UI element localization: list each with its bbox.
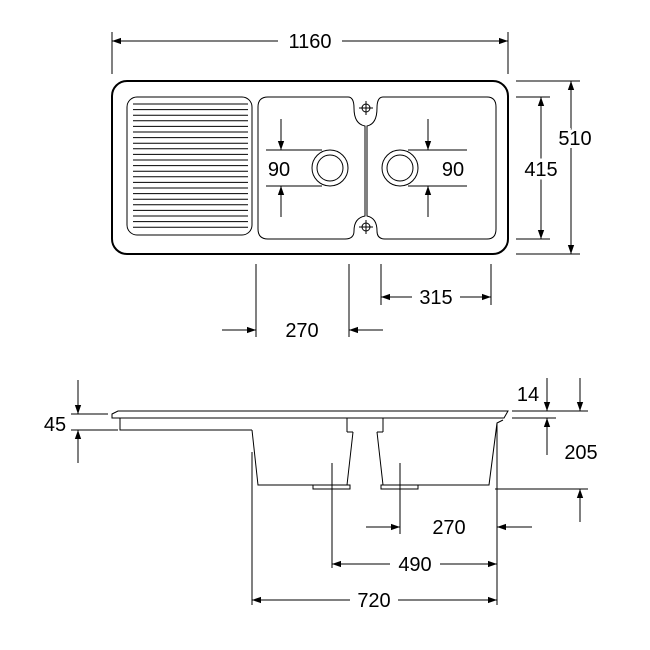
- dim-label-drain-left: 90: [268, 159, 290, 181]
- dim-label-rim-thickness: 14: [517, 384, 539, 406]
- dim-bowls-width: 720: [252, 590, 497, 612]
- drainer-board: [126, 96, 253, 236]
- tap-hole-top-icon: [359, 101, 373, 115]
- left-drain: [311, 149, 349, 187]
- dim-drain-spacing: 270: [366, 517, 532, 539]
- right-drain: [381, 149, 419, 187]
- dim-label-left-bowl-offset: 270: [285, 320, 318, 342]
- dim-drain-span: 490: [332, 554, 497, 576]
- dim-label-bowl-height: 205: [564, 442, 597, 464]
- dim-label-overall-width: 1160: [288, 31, 331, 53]
- dim-overall-width: 1160: [111, 31, 509, 74]
- dim-right-bowl-width: 315: [380, 264, 492, 309]
- right-bowl: [366, 96, 497, 240]
- drainer-underside: [119, 418, 252, 431]
- dim-label-bowls-width: 720: [357, 590, 390, 612]
- right-bowl-profile: [376, 419, 504, 486]
- sink-outline: [111, 80, 509, 255]
- dim-overall-depth: 510: [516, 80, 595, 255]
- dim-left-bowl-offset: 270: [222, 264, 383, 342]
- dim-label-drain-right: 90: [442, 159, 464, 181]
- side-view: 45 14 205 270: [44, 378, 598, 612]
- rim-profile: [111, 410, 509, 419]
- dim-label-bowl-depth: 415: [524, 159, 557, 181]
- dim-rim-thickness: 14: [512, 378, 556, 455]
- dim-bowl-depth: 415: [516, 96, 561, 240]
- dim-label-drain-spacing: 270: [432, 517, 465, 539]
- dim-label-right-bowl-width: 315: [419, 287, 452, 309]
- dim-bowl-height: 205: [495, 378, 598, 522]
- dim-label-rim-height: 45: [44, 414, 66, 436]
- dim-rim-height: 45: [44, 380, 118, 463]
- top-view: 1160 510 415 90: [111, 31, 595, 342]
- dim-drain-left: 90: [266, 119, 322, 217]
- dim-label-drain-span: 490: [398, 554, 431, 576]
- dim-drain-right: 90: [408, 119, 467, 217]
- left-bowl: [257, 96, 366, 240]
- dim-label-overall-depth: 510: [558, 128, 591, 150]
- left-bowl-profile: [251, 429, 354, 486]
- tap-hole-bottom-icon: [359, 220, 373, 234]
